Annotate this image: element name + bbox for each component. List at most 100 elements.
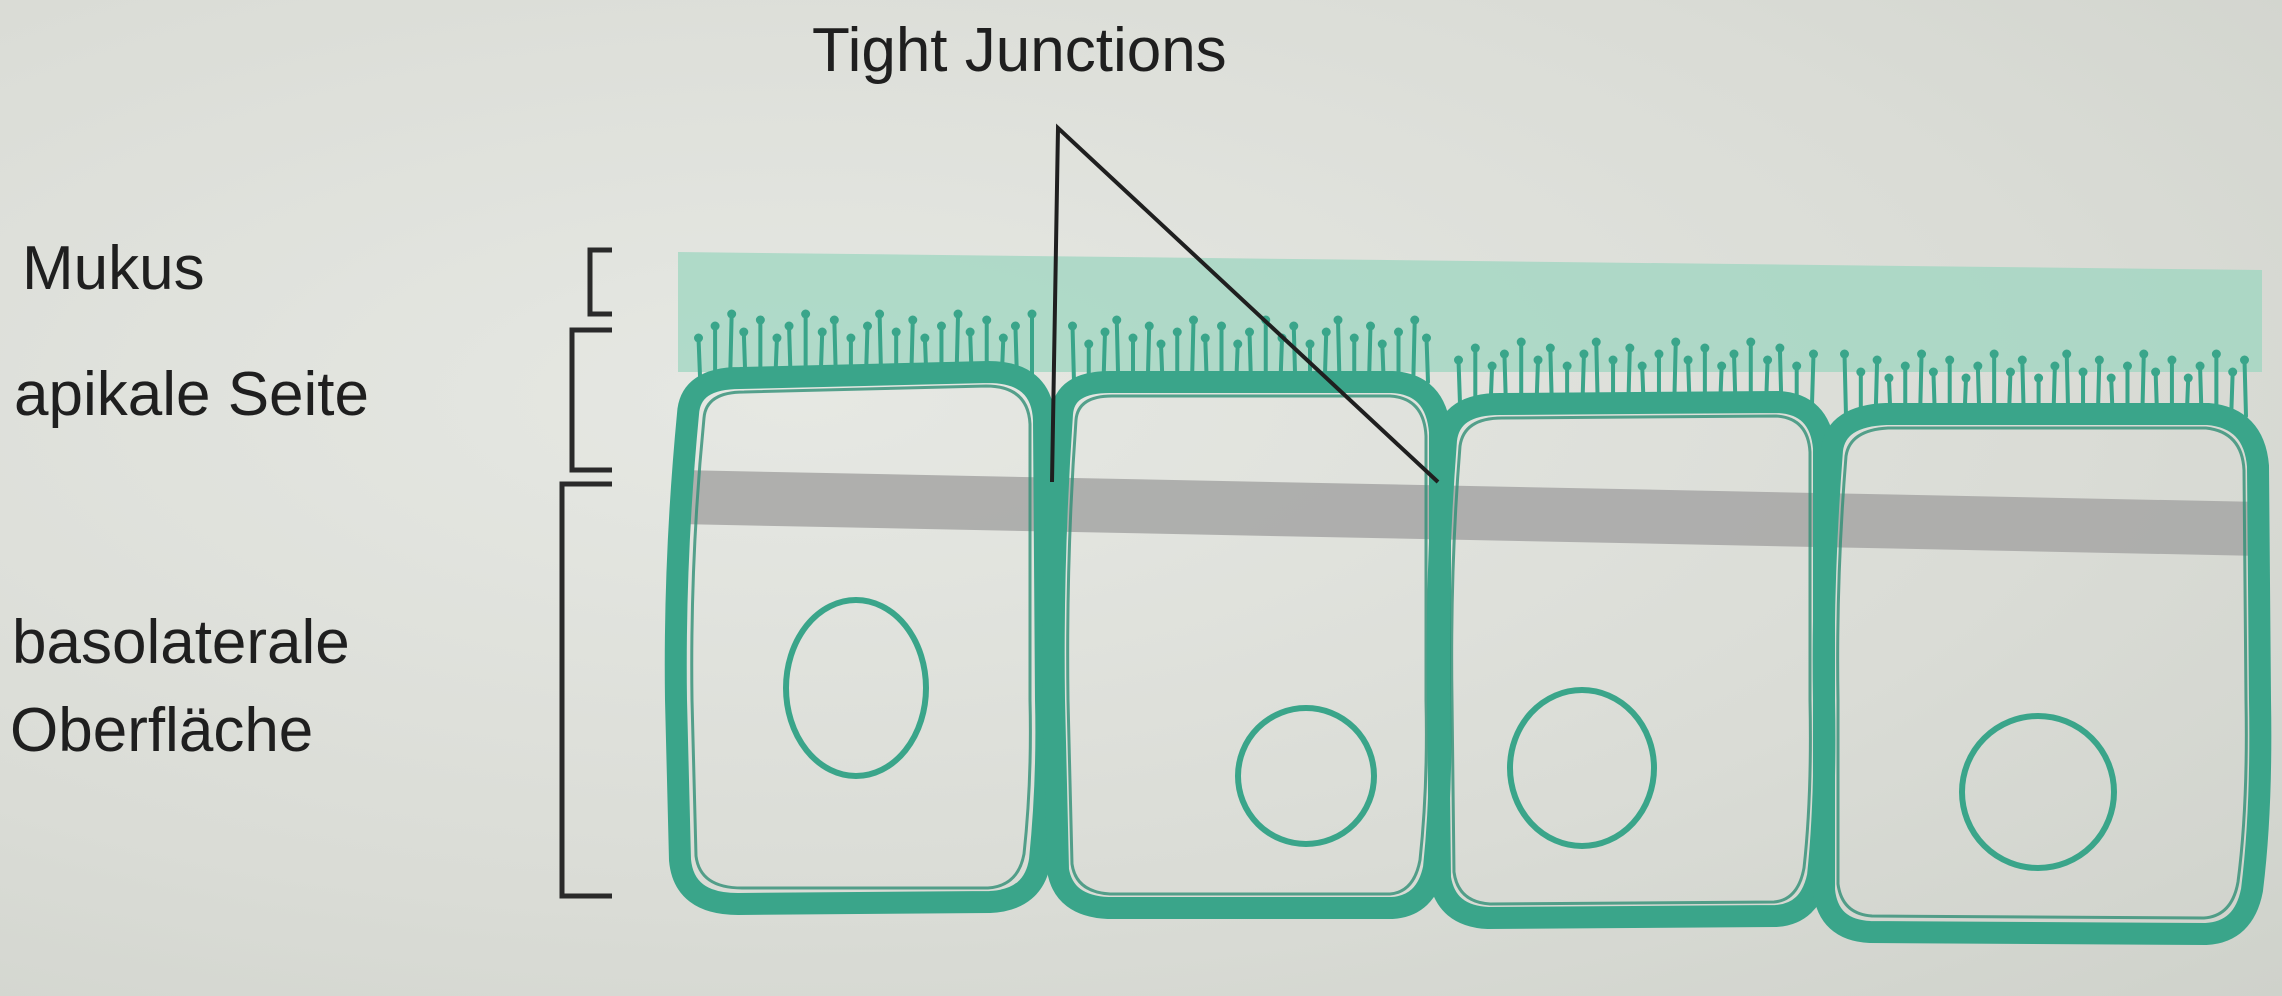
epithelial-cell-1 xyxy=(664,360,1058,916)
microvillus-tip xyxy=(2139,349,2149,359)
microvillus-tip xyxy=(1792,361,1802,371)
microvillus-tip xyxy=(1321,327,1331,337)
microvillus-tip xyxy=(1245,327,1254,337)
microvillus-tip xyxy=(965,327,975,337)
microvillus-tip xyxy=(1579,349,1589,359)
microvillus-tip xyxy=(2094,355,2104,365)
microvillus-tip xyxy=(1683,355,1693,365)
microvillus-tip xyxy=(1156,339,1166,349)
microvillus-tip xyxy=(2240,355,2249,365)
microvillus-tip xyxy=(982,315,992,325)
microvillus-tip xyxy=(1625,343,1635,353)
microvillus-tip xyxy=(1189,315,1198,325)
microvillus-tip xyxy=(1900,361,1910,371)
microvillus-tip xyxy=(2183,373,2193,383)
microvillus-tip xyxy=(908,315,918,325)
microvillus-tip xyxy=(953,309,963,319)
microvillus-tip xyxy=(846,333,856,343)
microvillus-tip xyxy=(1700,343,1710,353)
microvillus-tip xyxy=(1516,337,1526,347)
epithelial-cell-2 xyxy=(1042,371,1452,919)
cell-nucleus xyxy=(1235,705,1377,847)
microvillus-tip xyxy=(1840,349,1849,359)
cell-membrane xyxy=(664,360,1058,916)
microvillus-tip xyxy=(1454,355,1463,365)
microvillus-tip xyxy=(1305,339,1315,349)
cell-membrane xyxy=(1042,371,1452,919)
microvillus-tip xyxy=(829,315,839,325)
cell-membrane xyxy=(1426,390,1836,930)
cell-nucleus xyxy=(1959,713,2117,871)
microvillus-tip xyxy=(1945,355,1955,365)
microvillus-tip xyxy=(891,327,901,337)
apikale-seite-bracket xyxy=(569,327,612,473)
epithelial-cell-3 xyxy=(1426,390,1836,930)
microvillus-tip xyxy=(1973,361,1983,371)
microvillus-tip xyxy=(1717,361,1727,371)
microvillus-tip xyxy=(1872,355,1882,365)
microvillus-tip xyxy=(1884,373,1894,383)
cell-inner-outline xyxy=(1066,394,1428,896)
basolaterale-label-line2: Oberfläche xyxy=(10,696,314,765)
microvillus-tip xyxy=(2211,349,2221,359)
microvillus xyxy=(1810,352,1816,406)
microvillus xyxy=(1842,352,1848,418)
microvillus-tip xyxy=(739,327,749,337)
microvillus xyxy=(696,336,702,378)
microvillus-tip xyxy=(1394,327,1403,337)
cell-inner-outline xyxy=(1836,426,2248,920)
microvillus-tip xyxy=(1112,315,1122,325)
microvillus xyxy=(1424,336,1430,384)
microvillus-tip xyxy=(2078,367,2088,377)
tight-junction-band xyxy=(678,470,2262,556)
microvillus-tip xyxy=(1349,333,1359,343)
microvillus-tip xyxy=(1233,339,1243,349)
microvillus-tip xyxy=(863,321,872,331)
microvillus-tip xyxy=(2034,373,2044,383)
microvillus-tip xyxy=(1333,315,1343,325)
microvillus-tip xyxy=(1084,339,1094,349)
microvillus-tip xyxy=(875,309,885,319)
basolaterale-bracket xyxy=(559,481,612,899)
microvillus-tip xyxy=(772,333,782,343)
microvillus-tip xyxy=(1470,343,1480,353)
microvillus-tip xyxy=(2005,367,2015,377)
microvillus-tip xyxy=(1928,367,1938,377)
microvillus-tip xyxy=(2151,367,2161,377)
cell-nucleus xyxy=(783,597,929,779)
mukus-bracket xyxy=(587,247,612,317)
microvillus-tip xyxy=(998,333,1008,343)
microvillus xyxy=(1456,358,1462,406)
microvillus-tip xyxy=(1100,327,1110,337)
microvillus-tip xyxy=(1856,367,1866,377)
microvillus-tip xyxy=(1533,355,1543,365)
microvillus-tip xyxy=(1422,333,1431,343)
microvillus-tip xyxy=(1487,361,1497,371)
microvillus-tip xyxy=(755,315,765,325)
microvillus-tip xyxy=(1637,361,1647,371)
microvillus xyxy=(1070,324,1076,384)
microvillus-tip xyxy=(1377,339,1387,349)
microvillus-tip xyxy=(1499,349,1509,359)
microvillus-tip xyxy=(1746,337,1756,347)
tight-junction-pointer xyxy=(1050,123,1440,484)
microvillus-tip xyxy=(2228,367,2238,377)
microvillus-tip xyxy=(2122,361,2132,371)
microvillus-tip xyxy=(1545,343,1555,353)
microvillus-tip xyxy=(2167,355,2177,365)
microvillus-tip xyxy=(2106,373,2116,383)
microvillus-tip xyxy=(2195,361,2205,371)
cell-membrane xyxy=(1812,403,2272,946)
microvillus-tip xyxy=(1654,349,1664,359)
cell-inner-outline xyxy=(690,384,1032,890)
tight-junctions-label: Tight Junctions xyxy=(812,16,1227,85)
microvillus-tip xyxy=(1068,321,1077,331)
microvillus-tip xyxy=(1289,321,1299,331)
microvillus-tip xyxy=(1775,343,1785,353)
microvillus xyxy=(2242,358,2248,418)
microvillus-tip xyxy=(710,321,720,331)
microvillus-tip xyxy=(1809,349,1818,359)
microvillus-tip xyxy=(936,321,946,331)
